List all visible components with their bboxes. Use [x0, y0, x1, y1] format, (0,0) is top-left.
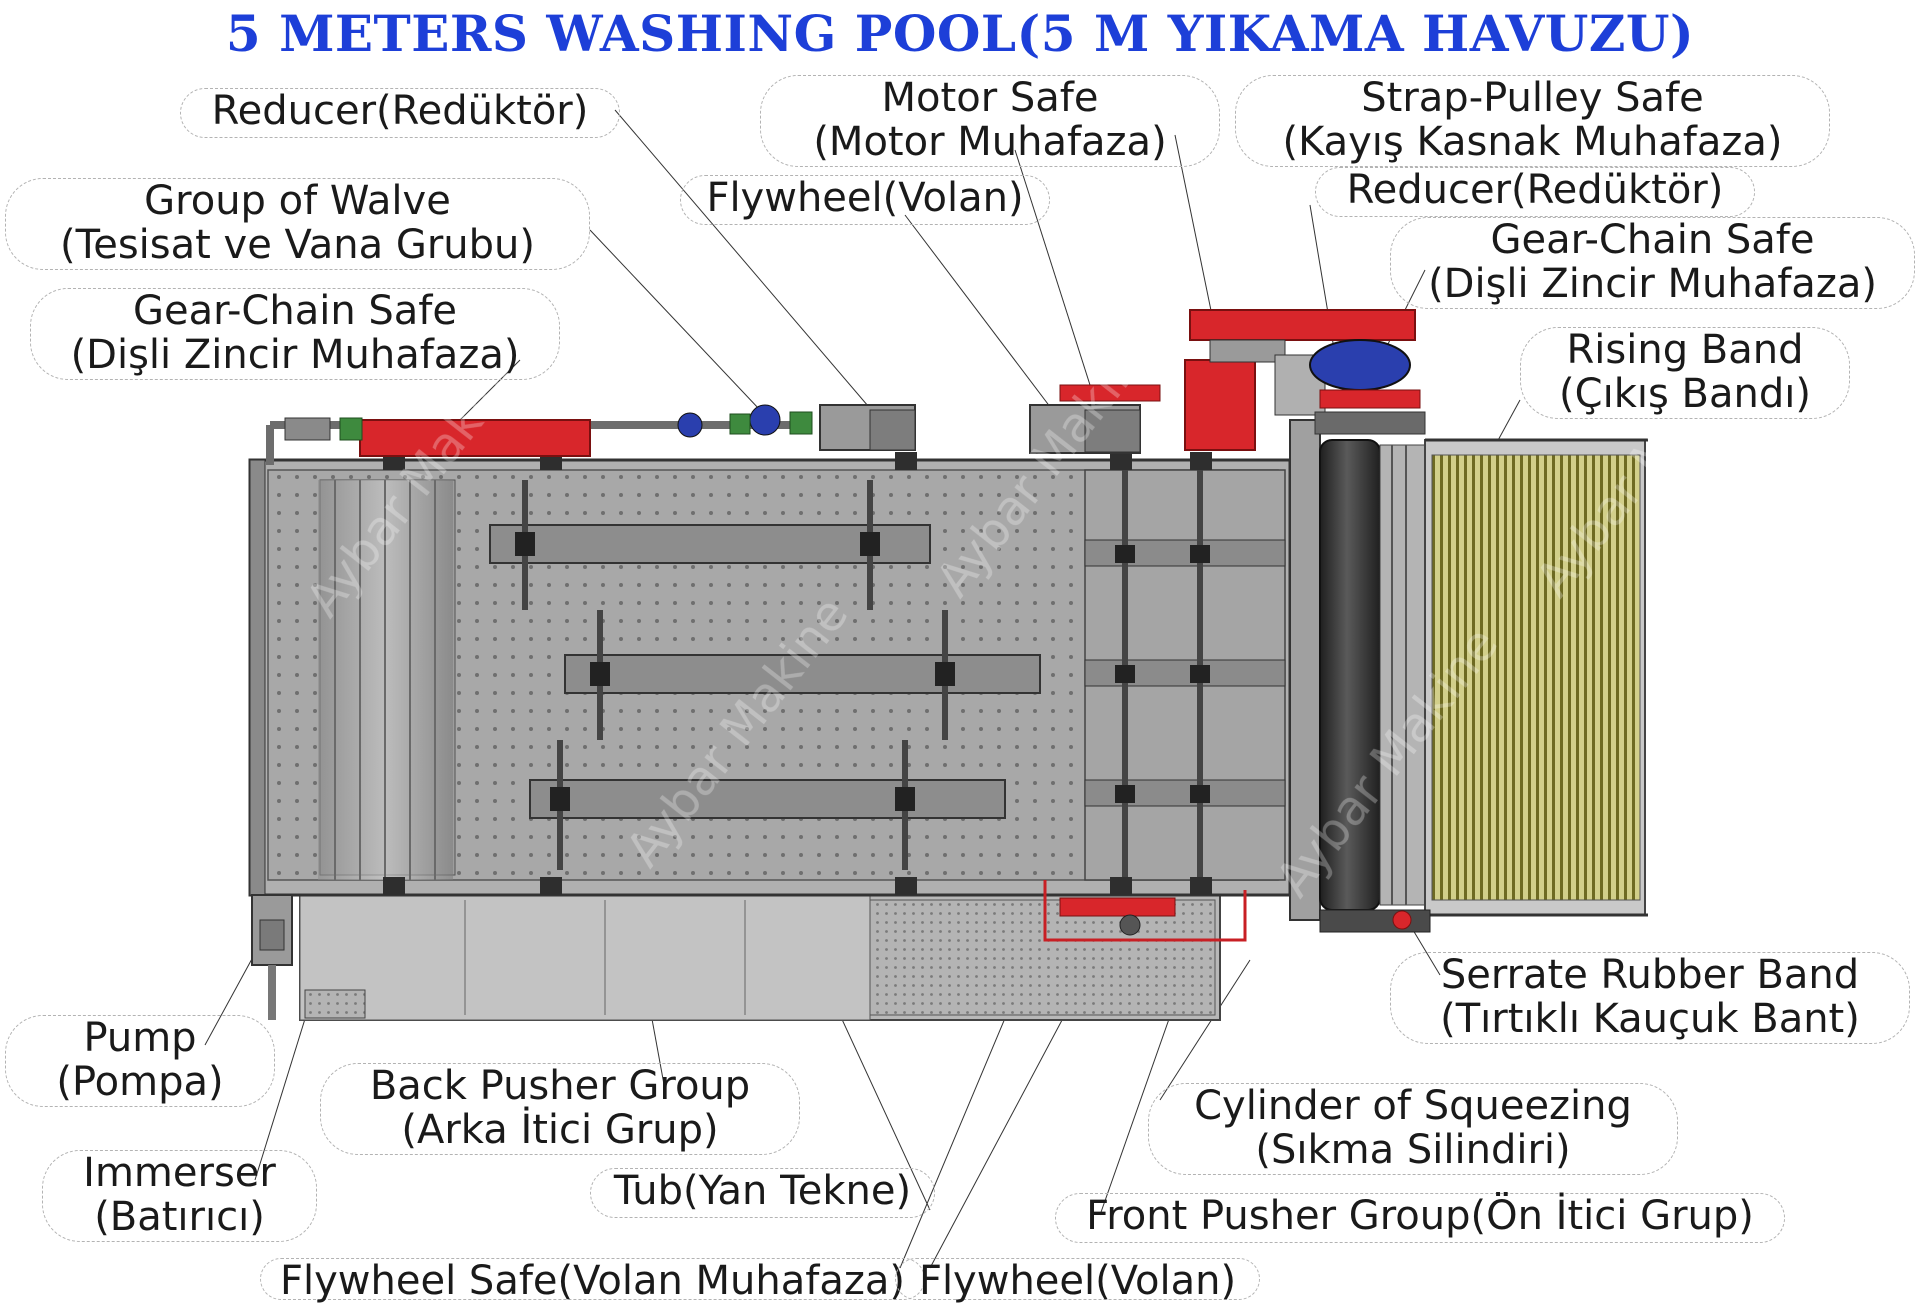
label-line: Cylinder of Squeezing — [1194, 1083, 1632, 1129]
leader-group-of-walve — [589, 229, 761, 411]
label-line: Gear-Chain Safe — [1490, 217, 1815, 263]
label-flywheel-bottom: Flywheel(Volan) — [895, 1258, 1260, 1304]
label-line: Strap-Pulley Safe — [1361, 75, 1704, 121]
label-flywheel-top: Flywheel(Volan) — [680, 175, 1050, 225]
pump — [251, 894, 293, 1020]
leader-serrate — [1409, 924, 1441, 976]
label-reducer-right: Reducer(Redüktör) — [1315, 167, 1755, 217]
label-line: (Dişli Zincir Muhafaza) — [1428, 261, 1877, 307]
label-reducer-left: Reducer(Redüktör) — [180, 88, 620, 138]
label-line: Reducer(Redüktör) — [211, 88, 589, 134]
label-cylinder-of-squeezing: Cylinder of Squeezing (Sıkma Silindiri) — [1148, 1083, 1678, 1175]
label-line: Flywheel(Volan) — [706, 175, 1024, 221]
label-immerser: Immerser (Batırıcı) — [42, 1150, 317, 1242]
label-line: Serrate Rubber Band — [1440, 952, 1860, 998]
leader-gear-chain-left — [454, 359, 521, 426]
label-rising-band: Rising Band (Çıkış Bandı) — [1520, 327, 1850, 419]
label-line: Immerser — [83, 1150, 276, 1196]
leader-flywheel-top — [904, 214, 1061, 421]
diagram-title: 5 METERS WASHING POOL(5 M YIKAMA HAVUZU) — [225, 4, 1695, 63]
label-pump: Pump (Pompa) — [5, 1015, 275, 1107]
label-serrate-rubber-band: Serrate Rubber Band (Tırtıklı Kauçuk Ban… — [1390, 952, 1910, 1044]
label-line: Back Pusher Group — [369, 1063, 751, 1109]
label-motor-safe: Motor Safe (Motor Muhafaza) — [760, 75, 1220, 167]
label-line: Reducer(Redüktör) — [1346, 167, 1724, 213]
label-line: Motor Safe — [881, 75, 1099, 121]
drive-guards — [1184, 309, 1426, 451]
label-flywheel-safe: Flywheel Safe(Volan Muhafaza) — [260, 1258, 925, 1304]
label-line: (Dişli Zincir Muhafaza) — [70, 332, 520, 378]
label-line: (Pompa) — [56, 1059, 224, 1105]
label-line: (Batırıcı) — [94, 1194, 265, 1240]
flywheel-safe-bottom — [1043, 880, 1247, 942]
label-line: (Arka İtici Grup) — [401, 1107, 719, 1153]
label-gear-chain-safe-right: Gear-Chain Safe (Dişli Zincir Muhafaza) — [1390, 217, 1915, 309]
label-line: Flywheel(Volan) — [918, 1258, 1237, 1304]
rising-band — [1424, 438, 1648, 917]
back-pusher-group — [489, 480, 1041, 870]
leader-strap-pulley — [1174, 134, 1216, 331]
squeezing-cylinder — [1319, 439, 1426, 911]
label-line: Tub(Yan Tekne) — [613, 1168, 912, 1214]
label-front-pusher-group: Front Pusher Group(Ön İtici Grup) — [1055, 1193, 1785, 1243]
label-line: Pump — [83, 1015, 197, 1061]
label-back-pusher-group: Back Pusher Group (Arka İtici Grup) — [320, 1063, 800, 1155]
label-gear-chain-safe-left: Gear-Chain Safe (Dişli Zincir Muhafaza) — [30, 288, 560, 380]
leader-cylinder — [1159, 959, 1251, 1101]
leader-reducer-left — [614, 109, 881, 421]
bearings — [383, 452, 1212, 895]
label-line: (Çıkış Bandı) — [1559, 371, 1811, 417]
serrate-rubber-band — [1319, 909, 1431, 933]
motor-and-flywheel-guard — [1029, 384, 1161, 454]
label-tub: Tub(Yan Tekne) — [590, 1168, 935, 1218]
label-line: (Motor Muhafaza) — [813, 119, 1167, 165]
label-line: (Tesisat ve Vana Grubu) — [59, 222, 536, 268]
label-line: Front Pusher Group(Ön İtici Grup) — [1086, 1193, 1754, 1239]
label-line: Gear-Chain Safe — [132, 288, 457, 334]
label-line: (Kayış Kasnak Muhafaza) — [1282, 119, 1783, 165]
label-line: Flywheel Safe(Volan Muhafaza) — [280, 1258, 905, 1304]
label-line: (Sıkma Silindiri) — [1255, 1127, 1571, 1173]
valve-group — [266, 404, 916, 465]
label-group-of-walve: Group of Walve (Tesisat ve Vana Grubu) — [5, 178, 590, 270]
label-line: Group of Walve — [144, 178, 451, 224]
front-pusher-group — [1084, 469, 1286, 881]
label-line: (Tırtıklı Kauçuk Bant) — [1440, 996, 1860, 1042]
label-strap-pulley-safe: Strap-Pulley Safe (Kayış Kasnak Muhafaza… — [1235, 75, 1830, 167]
label-line: Rising Band — [1566, 327, 1804, 373]
